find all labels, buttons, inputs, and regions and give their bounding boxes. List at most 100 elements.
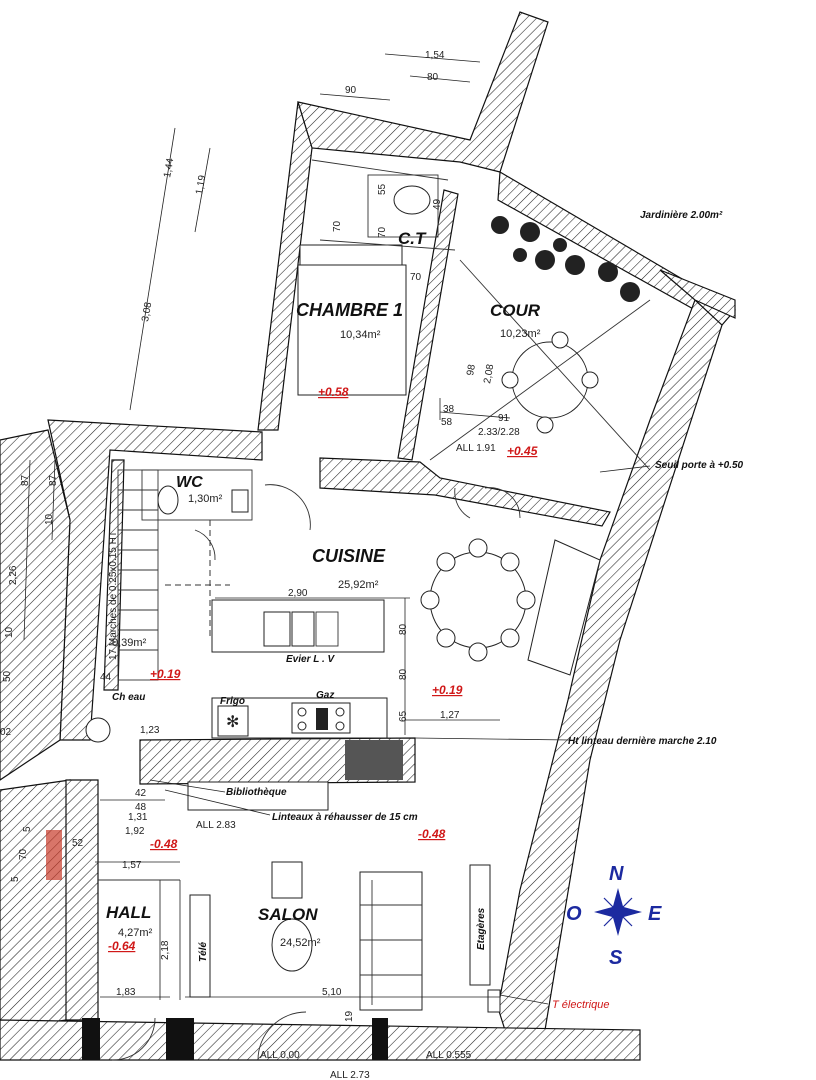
bed: [297, 264, 407, 396]
dim-44: 44: [100, 672, 112, 683]
room-hall-name: HALL: [106, 903, 151, 922]
dim-127: 1,27: [440, 710, 460, 721]
wall-north-top: [297, 11, 549, 173]
dim-208: 2,08: [482, 363, 496, 385]
room-chambre-level: +0.58: [318, 385, 349, 399]
wall-east: [497, 298, 723, 1031]
dim-58: 58: [441, 417, 453, 428]
compass-rose: N S E O: [566, 863, 662, 969]
label-all-000: ALL 0.00: [260, 1050, 300, 1061]
label-all-0555: ALL 0.555: [426, 1050, 472, 1061]
label-t-electrique: T électrique: [552, 999, 609, 1011]
dim-510: 5,10: [322, 987, 342, 998]
dim-02: 02: [0, 727, 12, 738]
dim-80b: 80: [398, 623, 409, 635]
room-chambre-area: 10,34m²: [340, 329, 381, 341]
label-seuil: Seuil porte à +0.50: [655, 460, 744, 471]
sink: [263, 611, 291, 647]
toilet-ct: [393, 185, 431, 215]
dim-19: 19: [344, 1010, 355, 1022]
dim-80a: 80: [427, 72, 439, 83]
compass-s: S: [609, 947, 623, 969]
room-cuisine-level-right: +0.19: [432, 683, 463, 697]
dim-233: 2.33/2.28: [478, 427, 520, 438]
dim-98: 98: [465, 363, 478, 376]
plants: [491, 216, 640, 302]
label-linteaux: Linteaux à réhausser de 15 cm: [272, 812, 418, 823]
dim-154: 1,54: [425, 50, 445, 61]
dim-226: 2,26: [8, 565, 19, 585]
sofa: [359, 871, 423, 1011]
room-salon-name: SALON: [258, 905, 318, 924]
room-escalier-label: 17 Marches de 0.25x0.15 HT: [108, 531, 119, 660]
dim-70a: 70: [332, 220, 343, 232]
room-cour-all: ALL 1.91: [456, 443, 496, 454]
room-cour-name: COUR: [490, 301, 541, 320]
room-hall-level: -0.64: [108, 939, 136, 953]
dim-157: 1,57: [122, 860, 142, 871]
dim-218: 2,18: [160, 940, 171, 960]
compass-n: N: [609, 863, 624, 885]
dim-308: 3,08: [140, 301, 154, 323]
label-jardiniere: Jardinière 2.00m²: [640, 210, 723, 221]
dim-50: 50: [2, 670, 13, 682]
room-chambre-name: CHAMBRE 1: [296, 300, 403, 320]
wall-chambre-west: [257, 101, 313, 431]
dim-10b: 10: [4, 626, 15, 638]
interior: ✻: [85, 159, 651, 1061]
label-etageres: Etagères: [476, 907, 487, 950]
svg-text:✻: ✻: [226, 714, 239, 731]
water-heater: [85, 717, 111, 743]
bookshelf: [187, 781, 329, 811]
label-bibliotheque: Bibliothèque: [226, 787, 287, 798]
wall-stair: [103, 459, 125, 691]
dim-131: 1,31: [128, 812, 148, 823]
wall-west-lower: [0, 779, 71, 1031]
electrical-panel: [487, 989, 501, 1013]
room-hall-area: 4,27m²: [118, 927, 153, 939]
wall-south: [0, 1019, 641, 1061]
door-arc-chambre: [264, 484, 311, 531]
dim-144: 1,44: [162, 157, 176, 179]
bed-head: [299, 244, 403, 266]
dim-90: 90: [345, 85, 357, 96]
dimension-lines: [23, 53, 651, 1005]
dim-70c: 70: [410, 272, 422, 283]
room-wc-area: 1,30m²: [188, 493, 223, 505]
dim-123: 1,23: [140, 725, 160, 736]
dim-183: 1,83: [116, 987, 136, 998]
label-ch-eau: Ch eau: [112, 692, 145, 703]
dim-87b: 87: [48, 474, 59, 486]
shelves: [469, 864, 491, 986]
pillar-1: [82, 1018, 100, 1060]
compass-o: O: [566, 903, 582, 925]
armchair: [271, 861, 303, 899]
dim-10: 10: [44, 513, 55, 525]
walls: [0, 11, 736, 1061]
wall-chambre-south: [319, 457, 611, 527]
label-evier: Evier L . V: [286, 654, 336, 665]
room-wc-name: WC: [176, 474, 203, 491]
room-salon-level-right: -0.48: [418, 827, 446, 841]
wall-west-upper: [47, 419, 263, 741]
wall-ne-corner: [659, 269, 736, 319]
dim-55: 55: [377, 183, 388, 195]
label-all-283: ALL 2.83: [196, 820, 236, 831]
door-arc-entry: [257, 1011, 307, 1061]
dim-290: 2,90: [288, 588, 308, 599]
coffee-table: [271, 918, 313, 972]
compass-e: E: [648, 903, 662, 925]
dim-80c: 80: [398, 668, 409, 680]
dim-192: 1,92: [125, 826, 145, 837]
dim-70b: 70: [377, 226, 388, 238]
dim-119: 1,19: [194, 174, 208, 196]
label-all-273: ALL 2.73: [330, 1070, 370, 1080]
room-ct-name: C.T: [398, 229, 427, 248]
brick-hall: [46, 830, 62, 880]
dim-87a: 87: [20, 474, 31, 486]
label-ht-linteau: Ht linteau dernière marche 2.10: [568, 736, 717, 747]
dim-49: 49: [432, 198, 443, 210]
room-salon-area: 24,52m²: [280, 937, 321, 949]
pillar-2: [166, 1018, 194, 1060]
dim-91: 91: [498, 413, 510, 424]
